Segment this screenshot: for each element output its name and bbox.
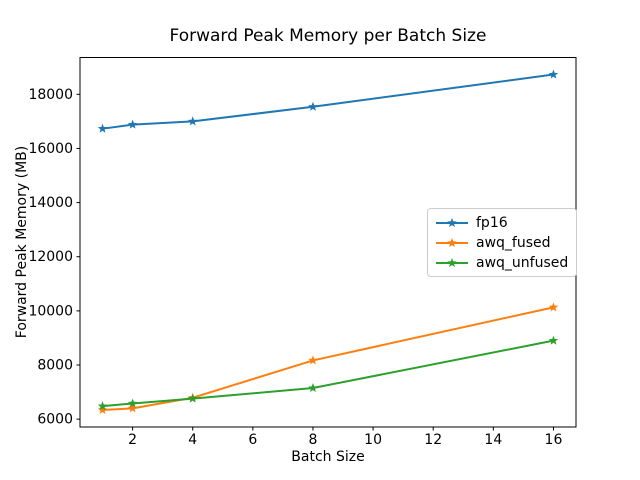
data-point-fp16 bbox=[187, 116, 198, 126]
legend-label-fp16: fp16 bbox=[476, 214, 508, 231]
legend: fp16 awq_fused awq_unfused bbox=[427, 208, 578, 277]
x-axis-label: Batch Size bbox=[291, 449, 365, 465]
legend-item-awq-unfused: awq_unfused bbox=[435, 253, 568, 272]
data-point-awq_unfused bbox=[97, 401, 108, 411]
y-tick-label: 8000 bbox=[37, 358, 73, 374]
legend-handle-star bbox=[447, 257, 457, 267]
legend-marker-awq-unfused bbox=[436, 257, 468, 267]
series-line-fp16 bbox=[102, 73, 554, 130]
series-line-awq_fused bbox=[102, 306, 554, 411]
x-tick-label: 6 bbox=[248, 432, 257, 448]
data-point-awq_unfused bbox=[308, 383, 318, 393]
x-tick-label: 16 bbox=[545, 432, 563, 448]
data-point-fp16 bbox=[548, 69, 559, 79]
data-point-awq_unfused bbox=[548, 335, 559, 345]
legend-label-awq-fused: awq_fused bbox=[476, 234, 551, 251]
data-point-awq_fused bbox=[548, 302, 559, 312]
x-tick-label: 12 bbox=[424, 432, 442, 448]
y-tick-label: 16000 bbox=[28, 141, 73, 157]
legend-item-fp16: fp16 bbox=[435, 213, 568, 232]
data-point-awq_fused bbox=[97, 404, 108, 414]
y-tick-label: 14000 bbox=[28, 195, 73, 211]
x-tick-label: 2 bbox=[128, 432, 137, 448]
legend-item-awq-fused: awq_fused bbox=[435, 233, 568, 252]
y-tick-label: 12000 bbox=[28, 249, 73, 265]
data-point-awq_fused bbox=[127, 403, 138, 413]
x-tick-label: 10 bbox=[364, 432, 382, 448]
data-point-awq_fused bbox=[308, 355, 318, 365]
series-line-awq_unfused bbox=[102, 339, 554, 408]
data-point-awq_unfused bbox=[187, 393, 198, 403]
y-axis-label: Forward Peak Memory (MB) bbox=[14, 145, 30, 339]
data-point-fp16 bbox=[97, 123, 108, 133]
y-tick-label: 6000 bbox=[37, 412, 73, 428]
y-tick-label: 18000 bbox=[28, 87, 73, 103]
x-tick-label: 8 bbox=[309, 432, 318, 448]
y-tick-label: 10000 bbox=[28, 303, 73, 319]
chart-title: Forward Peak Memory per Batch Size bbox=[169, 26, 487, 46]
data-point-fp16 bbox=[127, 119, 138, 129]
legend-marker-awq-fused bbox=[436, 237, 468, 247]
data-point-awq_unfused bbox=[127, 398, 138, 408]
data-point-fp16 bbox=[308, 101, 318, 111]
x-tick-label: 4 bbox=[188, 432, 197, 448]
legend-handle-star bbox=[447, 217, 457, 227]
legend-label-awq-unfused: awq_unfused bbox=[476, 254, 569, 271]
legend-handle-star bbox=[447, 237, 457, 247]
x-tick-label: 14 bbox=[484, 432, 502, 448]
legend-marker-fp16 bbox=[436, 217, 468, 227]
